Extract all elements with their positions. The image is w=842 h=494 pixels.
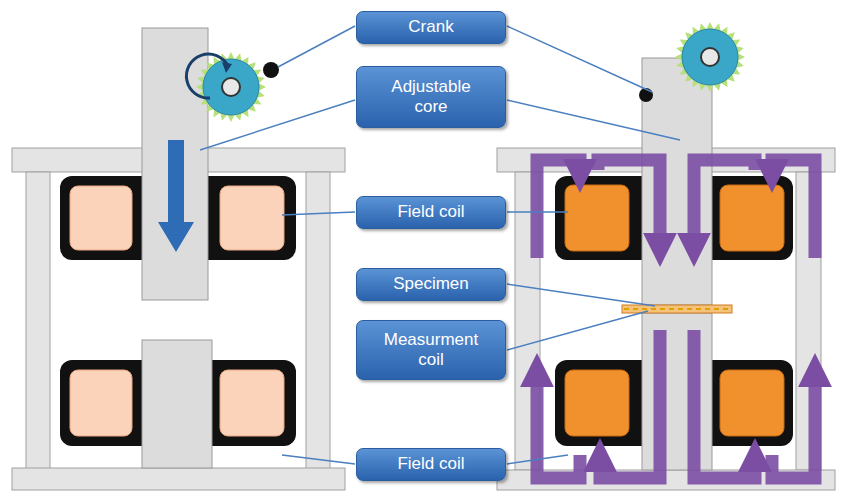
crank-gear xyxy=(196,52,266,122)
crank-axle xyxy=(222,78,240,96)
callout-label: Specimen xyxy=(393,274,469,294)
leader-line xyxy=(507,100,680,140)
flux-arrows xyxy=(537,160,815,478)
flux-arrow xyxy=(694,160,755,250)
specimen xyxy=(622,305,732,313)
field-coil-symbol xyxy=(220,370,284,436)
leader-line xyxy=(507,311,648,350)
fixed-core xyxy=(142,340,212,468)
crank-axle xyxy=(701,48,719,66)
adjustable-core xyxy=(142,28,208,300)
leader-lines xyxy=(200,26,680,464)
callout-box: Adjustable core xyxy=(356,66,506,128)
fixed-core xyxy=(642,313,712,470)
side-post xyxy=(306,172,330,470)
field-coil-symbol xyxy=(220,186,284,250)
measurement-coil xyxy=(624,308,730,310)
crank-gear xyxy=(675,22,745,92)
callout-box: Field coil xyxy=(356,196,506,229)
flux-arrow xyxy=(600,330,660,478)
field-coil-symbol xyxy=(720,185,784,251)
bottom-plate xyxy=(12,468,345,490)
callout-label: Adjustable core xyxy=(379,77,483,117)
flux-arrow xyxy=(694,330,755,478)
flux-arrow xyxy=(537,160,580,258)
gear-teeth xyxy=(196,52,266,122)
leader-line xyxy=(282,455,355,464)
leader-line xyxy=(507,284,655,306)
rotation-arrow xyxy=(186,54,228,98)
leader-line xyxy=(282,212,355,215)
callout-box: Crank xyxy=(356,11,506,44)
gear-disc xyxy=(203,59,259,115)
callout-box: Field coil xyxy=(356,448,506,481)
leader-line xyxy=(278,26,355,67)
field-coil-symbol xyxy=(70,186,132,250)
callout-label: Field coil xyxy=(397,454,464,474)
left-magnet xyxy=(12,28,345,490)
field-coil-symbol xyxy=(720,370,784,436)
flux-arrow xyxy=(598,160,660,250)
field-coil-symbol xyxy=(565,185,629,251)
crank-pin xyxy=(263,62,279,78)
field-coil-symbol xyxy=(70,370,132,436)
flux-arrow xyxy=(537,370,580,478)
callout-box: Specimen xyxy=(356,268,506,301)
flux-arrow xyxy=(772,370,815,478)
crank-pin xyxy=(639,88,653,102)
leader-line xyxy=(507,26,652,92)
callout-label: Measurment coil xyxy=(375,330,487,370)
flux-arrow xyxy=(772,160,815,258)
measurement-coil-winding xyxy=(624,308,730,310)
field-coil-symbol xyxy=(565,370,629,436)
leader-line xyxy=(507,455,568,464)
motion-arrow xyxy=(158,140,194,252)
leader-line xyxy=(200,100,355,150)
callout-box: Measurment coil xyxy=(356,320,506,380)
callout-label: Crank xyxy=(408,17,453,37)
gear-disc xyxy=(682,29,738,85)
rotation-arrow-head xyxy=(222,62,232,73)
gear-teeth xyxy=(675,22,745,92)
leader-line xyxy=(507,211,568,213)
right-magnet xyxy=(497,22,835,490)
callout-label: Field coil xyxy=(397,202,464,222)
side-post xyxy=(26,172,50,470)
